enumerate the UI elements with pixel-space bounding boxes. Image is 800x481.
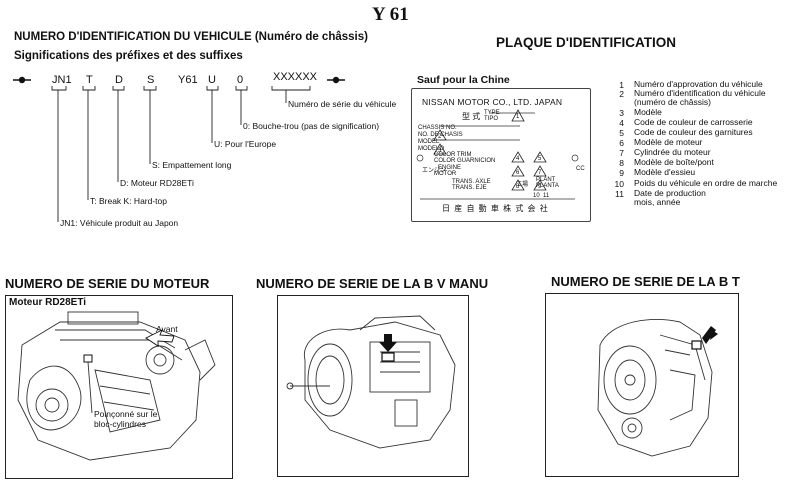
plate-plant-jp: 工場 xyxy=(516,182,529,188)
plate-engine-jp: エンジン xyxy=(422,168,447,174)
vin-right-marker xyxy=(327,76,345,84)
vin-label-serial: Numéro de série du véhicule xyxy=(288,99,397,109)
legend-text: Code de couleur de carrosserie xyxy=(634,117,753,127)
vin-code-y61: Y61 xyxy=(178,74,198,86)
legend-text: Numéro d'identification du véhicule xyxy=(634,88,766,98)
legend-num: 7 xyxy=(619,148,624,158)
badge-10: 10 xyxy=(533,193,540,199)
legend-num: 8 xyxy=(619,158,624,168)
badge-2: 2 xyxy=(438,134,442,140)
plate-planta: PLANTA xyxy=(536,183,559,189)
vin-label-d: D: Moteur RD28ETi xyxy=(120,178,194,188)
engine-stamp-line-1: Poinçonné sur le xyxy=(94,409,158,419)
legend-text: mois, année xyxy=(634,197,681,207)
legend-text: Poids du véhicule en ordre de marche xyxy=(634,178,778,188)
legend-num: 2 xyxy=(619,89,624,99)
transfer-location-arrow xyxy=(702,326,718,344)
manual-panel-heading: NUMERO DE SERIE DE LA B V MANU xyxy=(256,276,489,291)
plate-color-guarnicion: COLOR GUARNICION xyxy=(434,158,496,164)
vin-code-t: T xyxy=(86,74,93,86)
vin-code-u: U xyxy=(208,74,216,86)
legend-text: Code de couleur des garnitures xyxy=(634,127,753,137)
legend-num: 3 xyxy=(619,108,624,118)
vin-label-zero: 0: Bouche-trou (pas de signification) xyxy=(243,121,380,131)
vin-label-u: U: Pour l'Europe xyxy=(214,139,277,149)
badge-8: 8 xyxy=(516,184,520,190)
plate-chassis-line: MODELO xyxy=(418,146,445,152)
plate-motor: MOTOR xyxy=(434,171,457,177)
vin-label-t: T: Break K: Hard-top xyxy=(90,196,168,206)
vin-code-jn1: JN1 xyxy=(52,74,72,86)
engine-panel-heading: NUMERO DE SERIE DU MOTEUR xyxy=(5,276,210,291)
badge-9: 9 xyxy=(538,184,542,190)
engine-stamp-line-2: bloc-cylindres xyxy=(94,419,146,429)
id-plate: NISSAN MOTOR CO., LTD. JAPAN 型 式 TYPE TI… xyxy=(411,88,591,222)
badge-6: 6 xyxy=(516,170,520,176)
vin-subheading: Significations des préfixes et des suffi… xyxy=(14,50,243,62)
plate-triangle-badges xyxy=(433,109,547,191)
vin-left-marker xyxy=(13,76,31,84)
plate-cc: CC xyxy=(576,166,585,172)
legend-text: Modèle de moteur xyxy=(634,137,703,147)
manual-location-arrow xyxy=(379,334,397,352)
plate-color-trim: COLOR TRIM xyxy=(434,152,472,158)
engine-caption: Moteur RD28ETi xyxy=(9,297,87,308)
vin-heading-paren: (Numéro de châssis) xyxy=(254,31,368,43)
legend-num: 10 xyxy=(614,179,624,189)
plate-footer-jp: 日 産 自 動 車 株 式 会 社 xyxy=(442,204,549,213)
legend-text: (numéro de châssis) xyxy=(634,97,712,107)
legend-num: 4 xyxy=(619,118,624,128)
badge-3: 3 xyxy=(438,148,442,154)
legend-num: 6 xyxy=(619,138,624,148)
engine-panel: Moteur RD28ETi Avant Poinçonné sur le bl… xyxy=(5,295,233,479)
legend-num: 11 xyxy=(615,189,624,199)
transfer-panel-heading: NUMERO DE SERIE DE LA B T xyxy=(551,274,740,289)
vin-code-zero: 0 xyxy=(237,74,244,86)
legend-text: Numéro d'approvation du véhicule xyxy=(634,79,763,89)
plate-chassis-line: MODEL xyxy=(418,139,440,145)
legend-text: Modèle d'essieu xyxy=(634,167,696,177)
page-title: Y 61 xyxy=(372,4,409,25)
badge-4: 4 xyxy=(516,156,520,162)
plate-tipo-tag: TIPO xyxy=(484,116,499,122)
plate-type-jp: 型 式 xyxy=(462,112,481,121)
legend-num: 9 xyxy=(619,168,624,178)
plate-chassis-block: CHASSIS NO. NO. DE CHASIS MODEL MODELO xyxy=(418,125,463,153)
plate-chassis-line: CHASSIS NO. xyxy=(418,125,457,131)
plate-engine: ENGINE xyxy=(438,165,462,171)
vin-label-jn1: JN1: Véhicule produit au Japon xyxy=(60,218,179,228)
legend-num: 1 xyxy=(619,80,624,90)
vin-label-s: S: Empattement long xyxy=(152,160,232,170)
legend-text: Modèle de boîte/pont xyxy=(634,157,714,167)
legend-num: 5 xyxy=(619,128,624,138)
transfer-panel xyxy=(545,293,739,477)
vin-code-d: D xyxy=(115,74,123,86)
legend-text: Modèle xyxy=(634,107,662,117)
badge-11: 11 xyxy=(543,193,550,199)
engine-stamp-label: Poinçonné sur le bloc-cylindres xyxy=(94,409,157,429)
plate-plant: PLANT xyxy=(536,177,556,183)
plate-caption: Sauf pour la Chine xyxy=(417,74,510,86)
badge-5: 5 xyxy=(538,156,542,162)
legend-text: Cylindrée du moteur xyxy=(634,147,711,157)
vin-heading: NUMERO D'IDENTIFICATION DU VEHICULE (Num… xyxy=(14,31,368,43)
vin-code-s: S xyxy=(147,74,155,86)
plate-maker: NISSAN MOTOR CO., LTD. JAPAN xyxy=(422,97,563,107)
vin-heading-main: NUMERO D'IDENTIFICATION DU VEHICULE xyxy=(14,31,252,43)
legend-text: Date de production xyxy=(634,188,706,198)
engine-front-arrow xyxy=(145,329,175,347)
plate-heading: PLAQUE D'IDENTIFICATION xyxy=(496,35,676,50)
engine-front-label: Avant xyxy=(156,324,178,334)
plate-trans-axle: TRANS. AXLE xyxy=(452,179,491,185)
badge-1: 1 xyxy=(516,114,520,120)
vin-code-serial: XXXXXX xyxy=(273,71,318,83)
plate-chassis-line: NO. DE CHASIS xyxy=(418,132,463,138)
plate-trans-eje: TRANS. EJE xyxy=(452,185,487,191)
badge-7: 7 xyxy=(538,170,542,176)
